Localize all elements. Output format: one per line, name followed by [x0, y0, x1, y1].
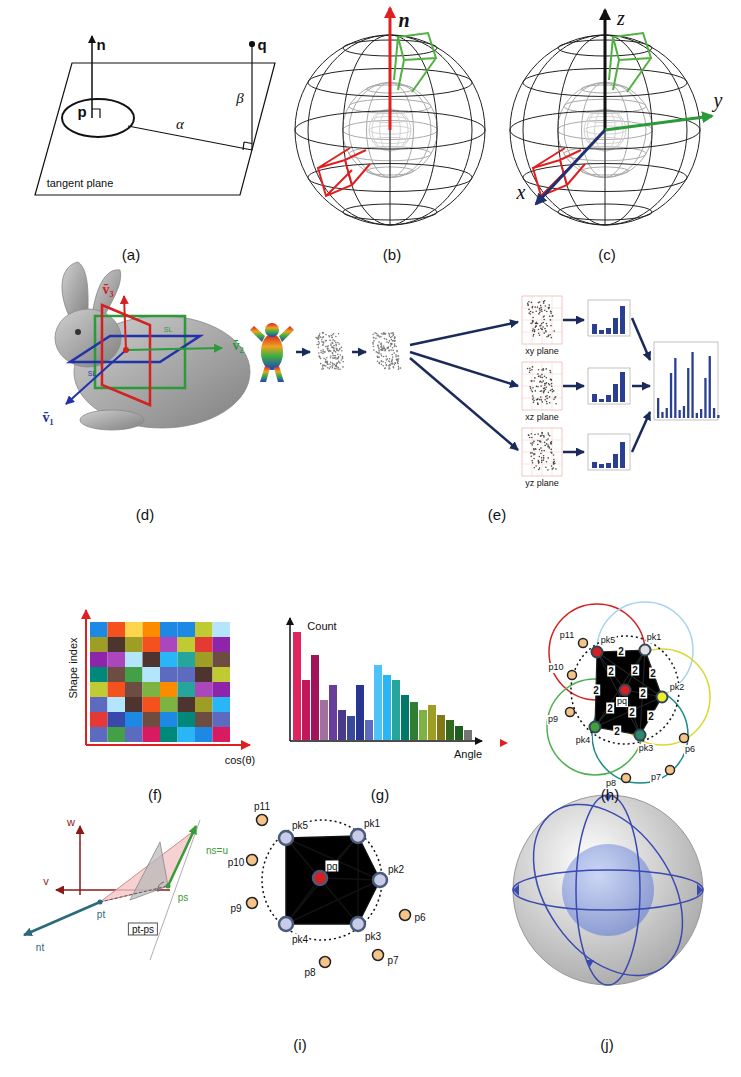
bunny-figure — [55, 262, 250, 430]
panel-label: (h) — [601, 787, 619, 804]
edge-weight: 2 — [631, 665, 639, 676]
axis-label: x — [517, 181, 526, 203]
axis-label: ṽ₁ — [42, 410, 53, 425]
vector-label: pt-ps — [128, 923, 158, 936]
point-label: pq — [325, 861, 338, 872]
panel-label: (j) — [600, 1037, 613, 1054]
point-label: pk3 — [638, 744, 655, 754]
neighbourhood-graph-i — [247, 815, 411, 968]
point-label: pk1 — [646, 633, 663, 643]
point-label: p — [77, 104, 86, 121]
edge-weight: 2 — [606, 703, 614, 714]
panel-label: (a) — [122, 247, 140, 264]
point-label: ps — [177, 892, 190, 903]
point-label: p6 — [684, 745, 696, 755]
plane-label: xy plane — [525, 347, 559, 357]
point-label: p10 — [547, 663, 564, 673]
sphere-grid-axes — [510, 10, 712, 225]
distance-label: α — [176, 116, 184, 133]
shape-index-grid — [86, 610, 250, 745]
edge-weight: 2 — [617, 646, 625, 657]
axis-label: z — [617, 7, 625, 29]
edge-weight: 2 — [649, 668, 657, 679]
point-label: p11 — [253, 801, 271, 812]
point-label: pk5 — [291, 820, 309, 831]
edge-weight: 2 — [613, 726, 621, 737]
panel-label: (i) — [293, 1037, 306, 1054]
point-label: pk1 — [363, 818, 381, 829]
point-label: pk4 — [291, 934, 309, 945]
axis-label: cos(θ) — [225, 754, 256, 766]
panel-label: (c) — [598, 247, 616, 264]
point-label: p6 — [413, 912, 426, 923]
vector-label: n — [96, 37, 105, 54]
plane-label: SL — [88, 370, 97, 378]
point-label: p7 — [650, 773, 662, 783]
point-label: p10 — [227, 857, 246, 868]
darboux-frame-figure — [24, 820, 200, 960]
axis-label: Angle — [454, 748, 482, 760]
axis-label: Count — [307, 620, 336, 632]
point-label: pk3 — [364, 931, 382, 942]
vector-label: n — [398, 9, 409, 31]
point-label: pk2 — [669, 683, 686, 693]
point-label: p9 — [547, 715, 559, 725]
point-label: pq — [616, 697, 628, 707]
shaded-sphere — [503, 777, 714, 1004]
point-label: pk5 — [600, 636, 617, 646]
plane-label: SL — [164, 326, 173, 334]
panel-label: (b) — [383, 247, 401, 264]
point-label: pt — [96, 909, 106, 920]
edge-weight: 2 — [628, 707, 636, 718]
point-label: p8 — [303, 967, 316, 978]
edge-weight: 2 — [607, 666, 615, 677]
angle-histogram — [290, 618, 508, 747]
sphere-grid — [295, 8, 485, 225]
panel-label: (f) — [148, 787, 162, 804]
axis-label: v — [42, 875, 50, 887]
axis-label: ṽ₂ — [232, 338, 243, 353]
axis-label: w — [66, 816, 76, 828]
axis-label: Shape index — [67, 637, 79, 698]
plane-label: tangent plane — [47, 177, 114, 189]
projection-pipeline — [250, 296, 720, 476]
axis-label: ṽ₃ — [102, 282, 113, 297]
axis-label: y — [714, 89, 723, 111]
plane-label: yz plane — [525, 479, 559, 489]
point-label: pk4 — [575, 736, 592, 746]
neighbourhood-graph-h — [547, 602, 710, 783]
point-label: p7 — [386, 955, 399, 966]
edge-weight: 2 — [647, 711, 655, 722]
point-label: p11 — [559, 631, 575, 641]
plane-label: xz plane — [525, 413, 559, 423]
panel-label: (d) — [136, 507, 154, 524]
vector-label: ns=u — [205, 845, 229, 856]
distance-label: β — [236, 90, 243, 107]
panel-label: (g) — [371, 787, 389, 804]
point-label: q — [257, 37, 266, 54]
panel-label: (e) — [488, 507, 506, 524]
tangent-plane-figure — [35, 36, 275, 195]
point-label: pk2 — [387, 864, 405, 875]
edge-weight: 2 — [592, 685, 600, 696]
vector-label: nt — [35, 942, 45, 953]
point-label: p9 — [229, 903, 242, 914]
edge-weight: 2 — [639, 688, 647, 699]
